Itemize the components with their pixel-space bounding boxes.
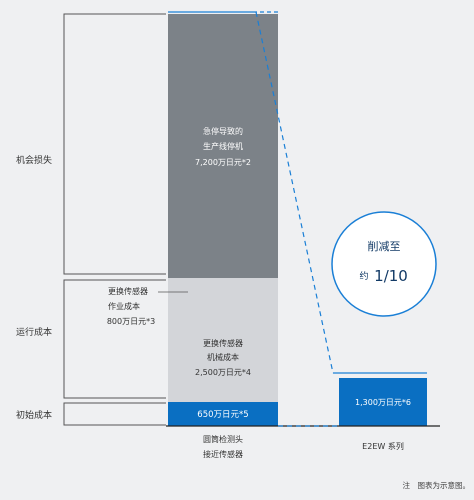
opportunity-label-1: 急停导致的 <box>203 126 243 136</box>
bracket-running <box>63 279 166 399</box>
bracket-initial <box>63 402 166 426</box>
reduction-prefix: 约 <box>359 270 368 282</box>
work-cost-label-3: 800万日元*3 <box>107 317 155 326</box>
reduction-callout: 削减至 约 1/10 <box>331 211 437 317</box>
bracket-label-initial: 初始成本 <box>16 409 52 421</box>
machine-cost-label-2: 机械成本 <box>207 352 239 362</box>
bar-segment-initial-cost-left <box>168 402 278 426</box>
dashed-diagonal <box>255 11 334 374</box>
work-cost-label-2: 作业成本 <box>108 301 140 311</box>
opportunity-label-2: 生产线停机 <box>203 141 243 151</box>
initial-cost-right-label: 1,300万日元*6 <box>355 398 411 407</box>
category-label-right: E2EW 系列 <box>362 441 404 451</box>
bar-segment-opportunity-loss <box>168 14 278 278</box>
reduction-value: 1/10 <box>374 267 408 285</box>
reduction-circle <box>331 211 437 317</box>
reduction-text-line1: 削减至 <box>368 239 401 253</box>
footnote: 注 图表为示意图。 <box>403 480 471 490</box>
bar-segment-initial-cost-right <box>339 378 427 426</box>
category-label-left-1: 圆筒检测头 <box>203 434 243 444</box>
bracket-opportunity <box>63 13 166 275</box>
initial-cost-left-label: 650万日元*5 <box>197 410 248 420</box>
work-cost-label-1: 更换传感器 <box>108 286 148 296</box>
category-label-left-2: 接近传感器 <box>203 449 243 459</box>
bar-segment-running-cost <box>168 278 278 402</box>
machine-cost-label-3: 2,500万日元*4 <box>195 368 251 377</box>
bracket-label-opportunity: 机会损失 <box>16 154 52 166</box>
machine-cost-label-1: 更换传感器 <box>203 338 243 348</box>
bracket-label-running: 运行成本 <box>16 326 52 338</box>
opportunity-label-3: 7,200万日元*2 <box>195 158 251 167</box>
